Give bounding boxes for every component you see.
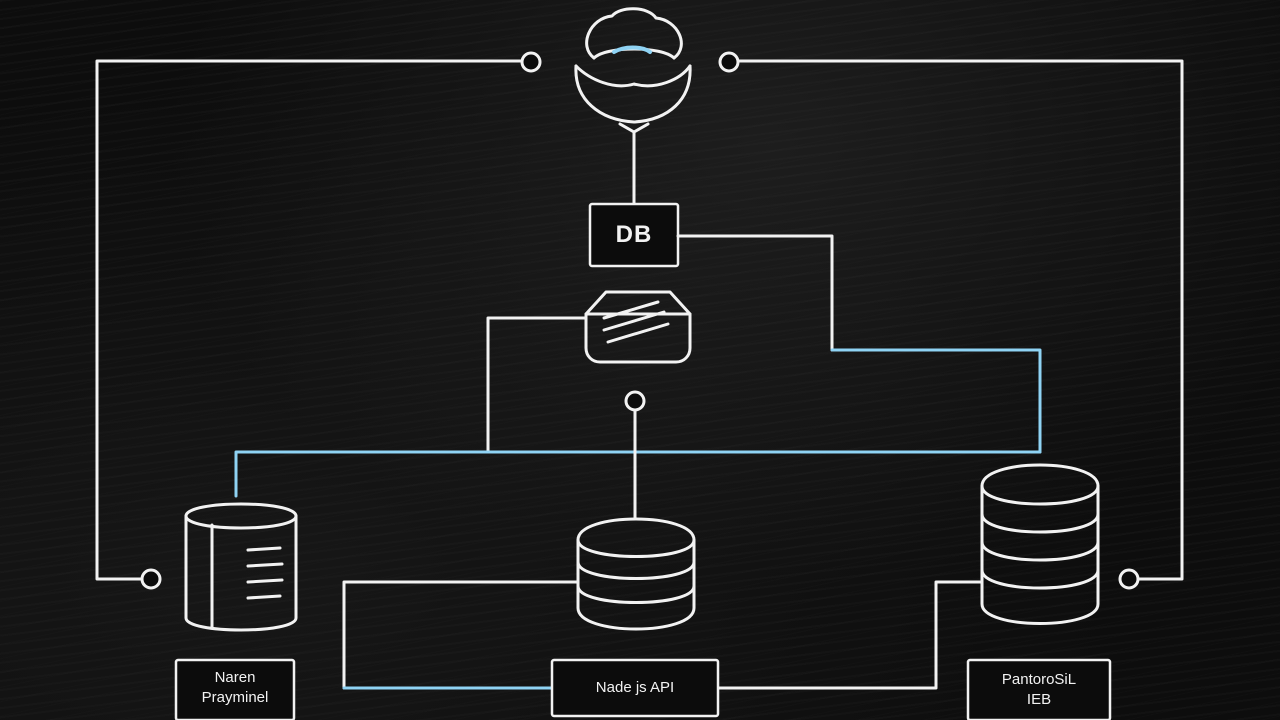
right-box-label: PantoroSiL IEB (968, 672, 1110, 708)
server-icon (584, 290, 692, 364)
right-box (966, 658, 1112, 720)
left-box (174, 658, 296, 720)
right-box-line1: PantoroSiL (1001, 671, 1077, 688)
endpoint-top-left (520, 51, 542, 73)
connector-right-loop (736, 59, 1184, 581)
connector-db-right-blue (830, 348, 1042, 454)
endpoint-middle (624, 390, 646, 412)
endpoint-right (1118, 568, 1140, 590)
left-box-line1: Naren (214, 669, 256, 686)
connector-db-right (676, 234, 834, 352)
center-box (550, 658, 720, 718)
connector-left-loop (95, 59, 524, 581)
connector-server-left (486, 316, 588, 454)
connector-blue-bus (234, 450, 1042, 498)
bowl-icon (574, 7, 692, 206)
left-box-label: Naren Prayminel (176, 670, 294, 706)
right-box-line2: IEB (1026, 690, 1052, 708)
connector-center-right (716, 580, 984, 690)
left-box-line2: Prayminel (201, 688, 269, 706)
center-box-label: Nade js API (595, 679, 675, 696)
endpoint-top-right (718, 51, 740, 73)
cylinder-database-icon (184, 502, 298, 632)
db-label: DB (615, 221, 653, 248)
connector-center-left (342, 580, 580, 690)
stacked-database-icon (576, 517, 696, 631)
endpoint-left (140, 568, 162, 590)
stacked-database-icon-right (980, 463, 1100, 625)
